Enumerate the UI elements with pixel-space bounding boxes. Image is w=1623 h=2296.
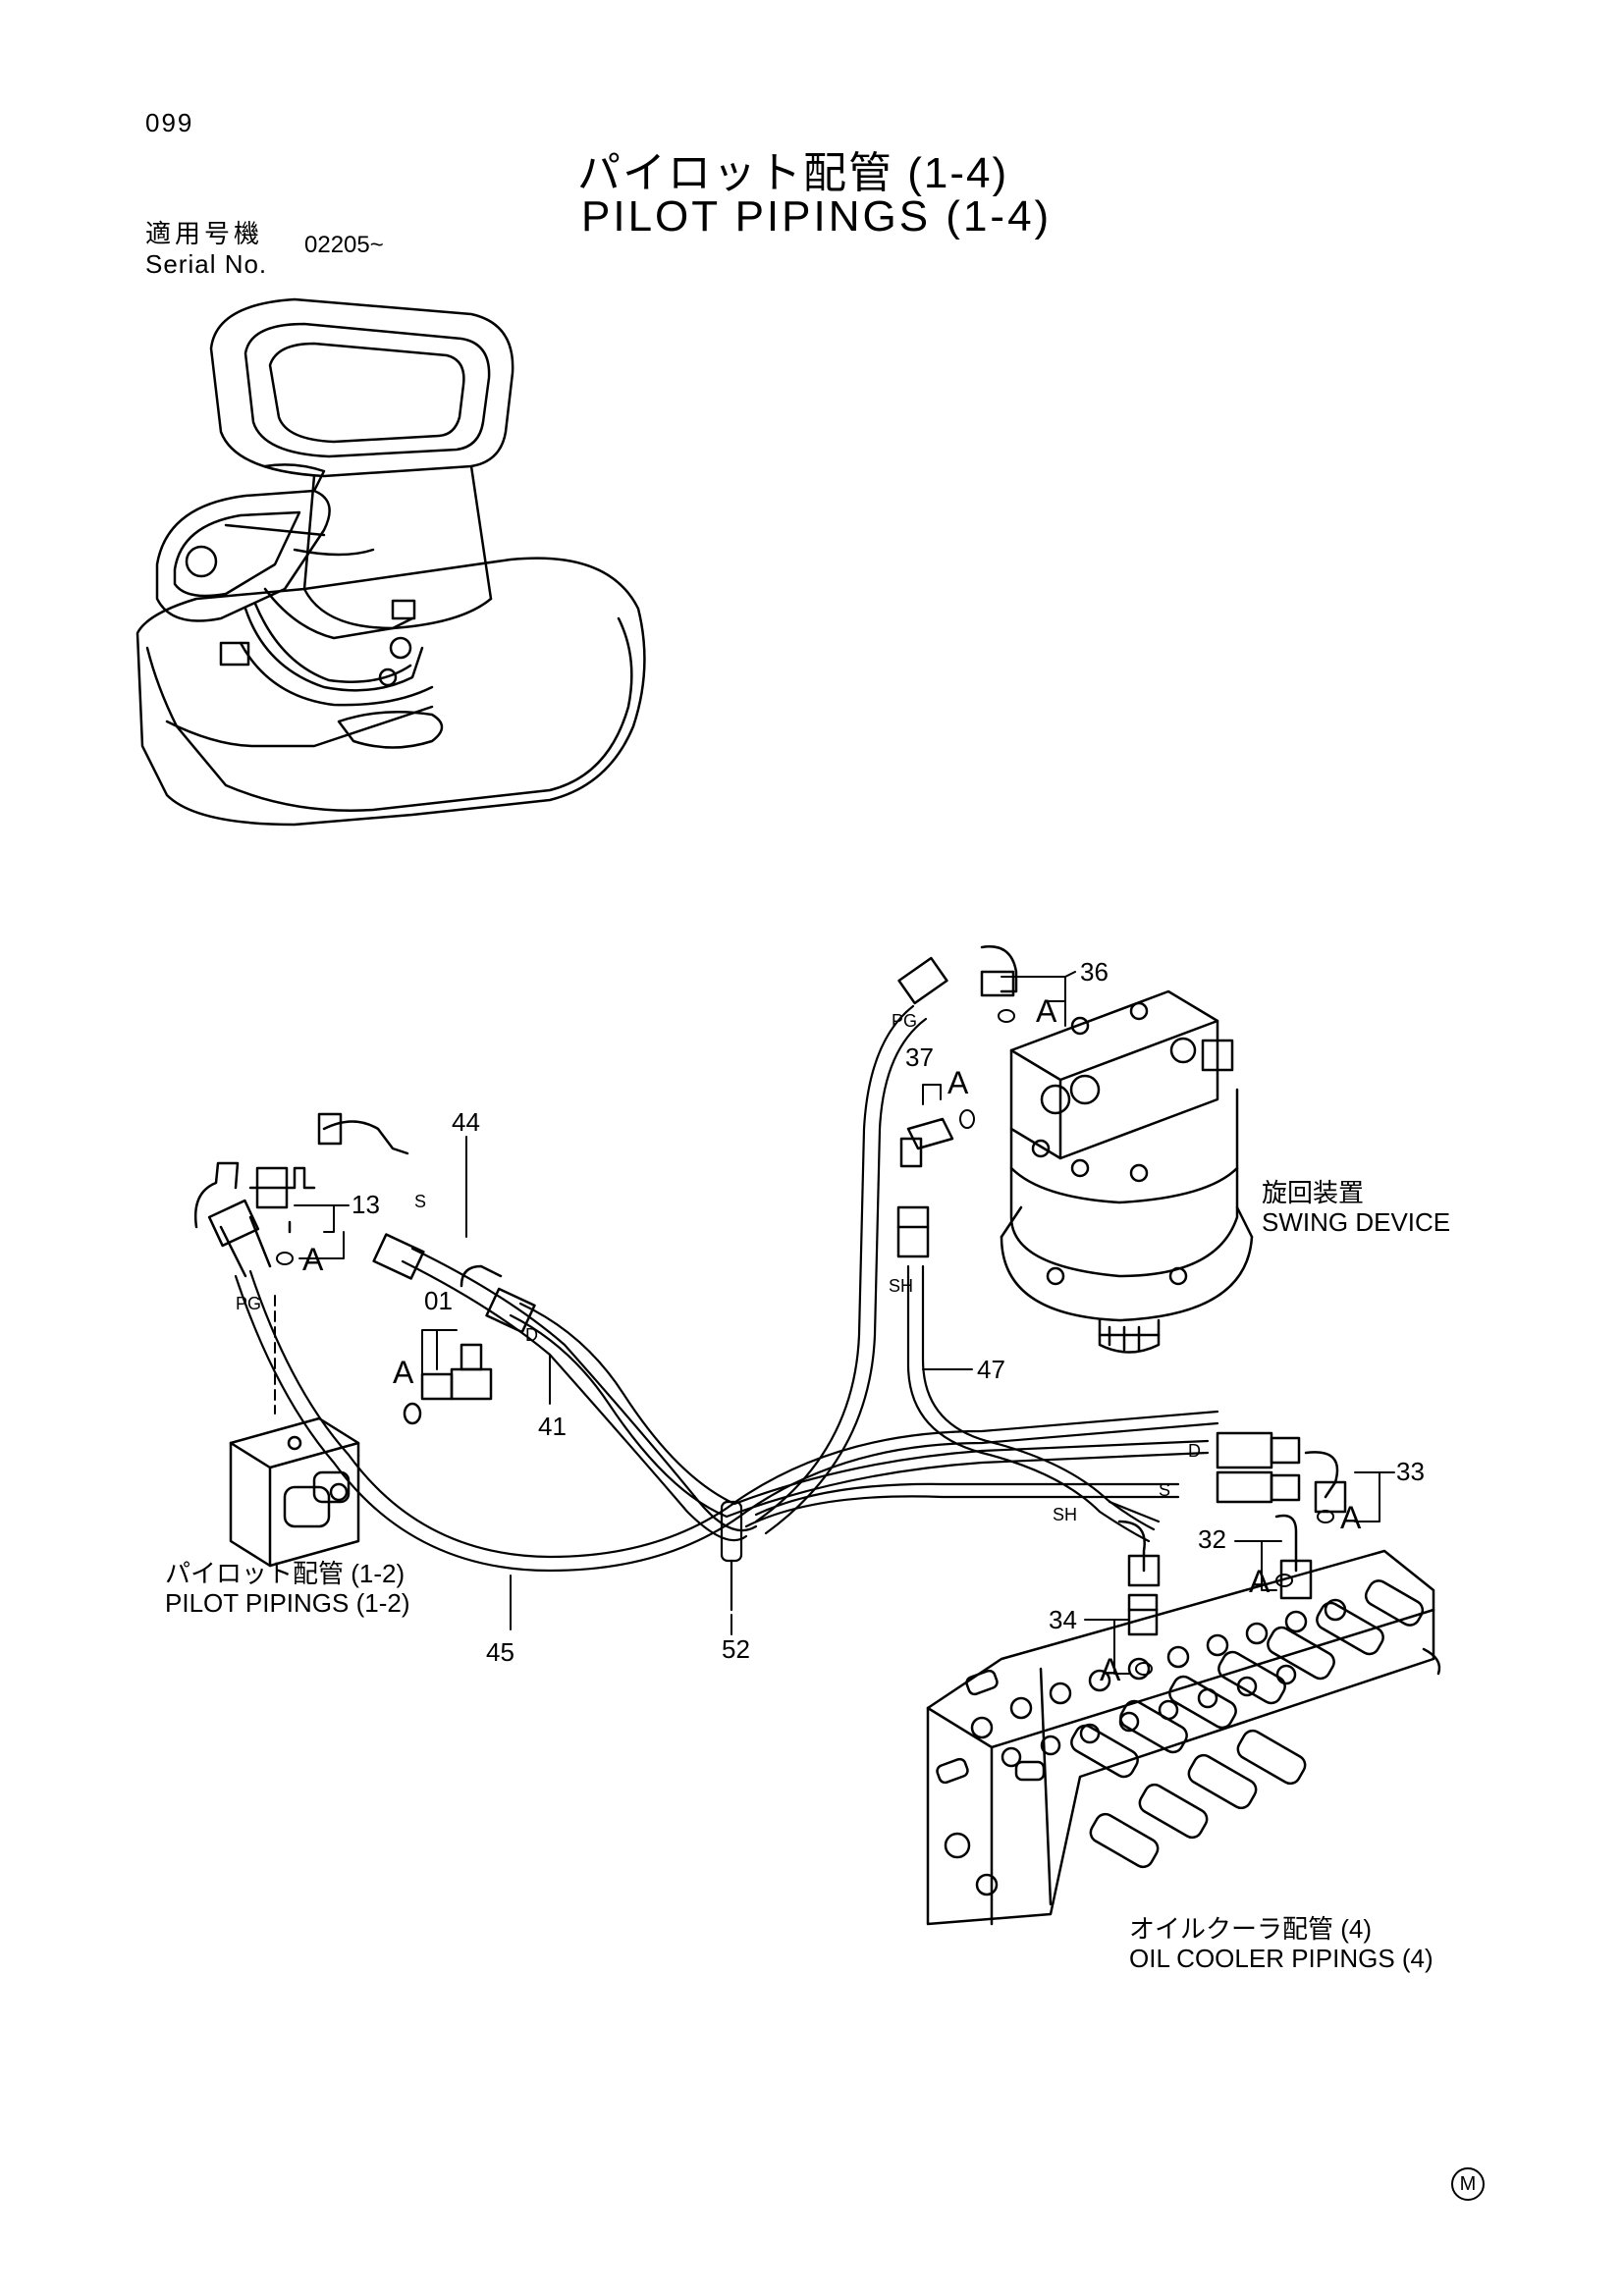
callout-47: 47 (977, 1355, 1005, 1384)
callout-44: 44 (452, 1107, 480, 1137)
callout-32: 32 (1198, 1524, 1226, 1554)
callout-13: 13 (352, 1190, 380, 1219)
oil-cooler-pipings-label-jp: オイルクーラ配管 (4) (1129, 1914, 1373, 1944)
section-mark-a: A (302, 1242, 324, 1277)
pilot-pipings-12-label-jp: パイロット配管 (1-2) (165, 1559, 406, 1588)
section-mark-a: A (1249, 1564, 1271, 1599)
hose-fittings (193, 945, 1347, 1636)
port-label-d: D (1188, 1441, 1201, 1461)
swing-device-label: 旋回装置 SWING DEVICE (1262, 1178, 1450, 1237)
page-title-jp: パイロット配管 (1-4) (577, 149, 1009, 197)
port-label-sh: SH (889, 1276, 914, 1296)
swing-device-label-jp: 旋回装置 (1262, 1178, 1365, 1207)
serial-value: 02205~ (304, 232, 384, 258)
page-number: 099 (145, 108, 194, 137)
leader-lines (274, 971, 1395, 1676)
section-mark-a: A (1036, 993, 1057, 1029)
port-label-pg: PG (236, 1294, 262, 1313)
page-title-en: PILOT PIPINGS (1-4) (581, 192, 1053, 240)
pilot-pipings-12-label: パイロット配管 (1-2) PILOT PIPINGS (1-2) (165, 1559, 409, 1618)
port-label-s: S (1159, 1480, 1171, 1500)
hose-assemblies (234, 1004, 1219, 1612)
callout-41: 41 (538, 1412, 567, 1441)
port-label-s: S (414, 1192, 427, 1211)
callout-37: 37 (905, 1042, 934, 1072)
section-mark-a: A (393, 1355, 414, 1390)
oil-cooler-pipings-label: オイルクーラ配管 (4) OIL COOLER PIPINGS (4) (1129, 1914, 1434, 1973)
callout-01: 01 (424, 1286, 453, 1315)
oil-cooler-pipings-label-en: OIL COOLER PIPINGS (4) (1129, 1944, 1434, 1973)
pilot-pipings-12-label-en: PILOT PIPINGS (1-2) (165, 1588, 410, 1618)
machine-overview-illustration (135, 297, 646, 827)
maker-mark: M (1451, 2167, 1485, 2201)
swing-device-label-en: SWING DEVICE (1262, 1207, 1451, 1237)
callout-34: 34 (1049, 1605, 1077, 1634)
section-mark-a: A (947, 1065, 969, 1100)
swing-device-illustration (1000, 989, 1254, 1354)
port-label-sh: SH (1053, 1505, 1078, 1524)
serial-label-jp: 適用号機 (145, 219, 264, 248)
pilot-block-illustration (229, 1416, 360, 1568)
port-label-pg: PG (892, 1011, 918, 1031)
callout-45: 45 (486, 1637, 514, 1667)
callout-33: 33 (1396, 1457, 1425, 1486)
section-mark-a: A (1100, 1652, 1121, 1687)
control-valve-illustration (926, 1549, 1441, 1926)
callout-52: 52 (722, 1634, 750, 1664)
section-mark-a: A (1340, 1500, 1362, 1535)
callout-36: 36 (1080, 957, 1109, 987)
serial-label-en: Serial No. (145, 249, 268, 279)
port-label-d: D (525, 1325, 538, 1345)
